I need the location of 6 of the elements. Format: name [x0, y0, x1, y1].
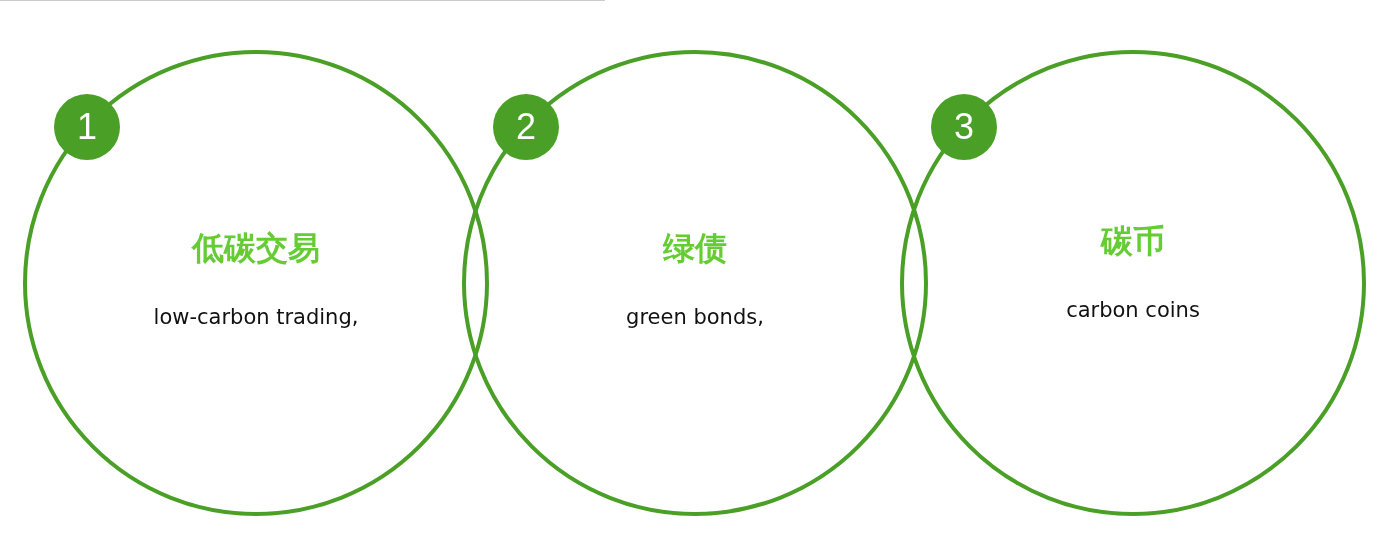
description: carbon coins: [1065, 298, 1201, 322]
description: green bonds,: [625, 305, 765, 329]
description: low-carbon trading,: [152, 305, 360, 329]
heading: 碳币: [1099, 221, 1166, 262]
heading: 绿债: [662, 228, 728, 269]
heading: 低碳交易: [190, 228, 321, 269]
